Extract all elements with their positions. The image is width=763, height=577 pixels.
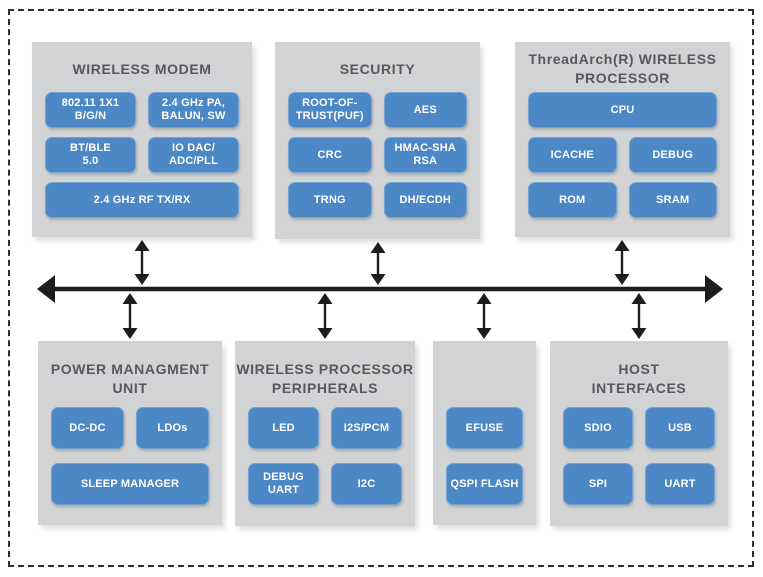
block-sdio: SDIO bbox=[563, 407, 633, 449]
block-802-11-1x1: 802.11 1X1 B/G/N bbox=[45, 92, 136, 128]
block-trng: TRNG bbox=[288, 182, 372, 218]
panel-title-host-interfaces: HOST INTERFACES bbox=[591, 361, 687, 396]
block-i2c: I2C bbox=[331, 463, 402, 505]
panel-threadarch-wireless-processor: ThreadArch(R) WIRELESS PROCESSOR CPU ICA… bbox=[515, 42, 730, 237]
block-sleep-manager: SLEEP MANAGER bbox=[51, 463, 209, 505]
block-led: LED bbox=[248, 407, 319, 449]
link-arrow-security bbox=[370, 242, 386, 285]
panel-wireless-modem: WIRELESS MODEM 802.11 1X1 B/G/N 2.4 GHz … bbox=[32, 42, 252, 237]
panel-host-interfaces: HOST INTERFACES SDIO USB SPI UART bbox=[550, 341, 728, 526]
wireless-modem-blocks: 802.11 1X1 B/G/N 2.4 GHz PA, BALUN, SW B… bbox=[32, 92, 252, 218]
block-io-dac-adc-pll: IO DAC/ ADC/PLL bbox=[148, 137, 239, 173]
block-cpu: CPU bbox=[528, 92, 717, 128]
block-aes: AES bbox=[383, 92, 467, 128]
block-debug-uart: DEBUG UART bbox=[248, 463, 319, 505]
wireless-peripherals-blocks: LED I2S/PCM DEBUG UART I2C bbox=[235, 407, 415, 505]
block-dc-dc: DC-DC bbox=[51, 407, 124, 449]
panel-wireless-processor-peripherals: WIRELESS PROCESSOR PERIPHERALS LED I2S/P… bbox=[235, 341, 415, 526]
block-uart: UART bbox=[645, 463, 715, 505]
panel-title-power-management-unit: POWER MANAGMENT UNIT bbox=[50, 361, 210, 396]
block-2-4ghz-rf-tx-rx: 2.4 GHz RF TX/RX bbox=[45, 182, 239, 218]
panel-title-threadarch-wireless-processor: ThreadArch(R) WIRELESS PROCESSOR bbox=[528, 51, 717, 86]
bus-arrowhead-left-icon bbox=[37, 275, 55, 303]
link-arrow-memory bbox=[476, 293, 492, 339]
security-blocks: ROOT-OF- TRUST(PUF) AES CRC HMAC-SHA RSA… bbox=[275, 92, 480, 218]
block-ldos: LDOs bbox=[136, 407, 209, 449]
threadarch-blocks: CPU ICACHE DEBUG ROM SRAM bbox=[515, 92, 730, 218]
link-arrow-host-interfaces bbox=[631, 293, 647, 339]
bus-arrowhead-right-icon bbox=[705, 275, 723, 303]
panel-title-wireless-modem: WIRELESS MODEM bbox=[72, 60, 212, 77]
panel-security: SECURITY ROOT-OF- TRUST(PUF) AES CRC HMA… bbox=[275, 42, 480, 239]
block-2-4ghz-pa-balun-sw: 2.4 GHz PA, BALUN, SW bbox=[148, 92, 239, 128]
block-icache: ICACHE bbox=[528, 137, 617, 173]
block-rom: ROM bbox=[528, 182, 617, 218]
memory-blocks: EFUSE QSPI FLASH bbox=[433, 407, 536, 505]
panel-memory: EFUSE QSPI FLASH bbox=[433, 341, 536, 525]
block-root-of-trust-puf: ROOT-OF- TRUST(PUF) bbox=[288, 92, 372, 128]
panel-power-management-unit: POWER MANAGMENT UNIT DC-DC LDOs SLEEP MA… bbox=[38, 341, 222, 525]
link-arrow-wireless-modem bbox=[134, 240, 150, 285]
link-arrow-wireless-peripherals bbox=[317, 293, 333, 339]
block-sram: SRAM bbox=[628, 182, 717, 218]
panel-title-security: SECURITY bbox=[339, 60, 416, 77]
host-interfaces-blocks: SDIO USB SPI UART bbox=[550, 407, 728, 505]
link-arrow-power-management bbox=[122, 293, 138, 339]
block-qspi-flash: QSPI FLASH bbox=[446, 463, 523, 505]
block-crc: CRC bbox=[288, 137, 372, 173]
block-debug: DEBUG bbox=[628, 137, 717, 173]
power-management-blocks: DC-DC LDOs SLEEP MANAGER bbox=[38, 407, 222, 505]
block-spi: SPI bbox=[563, 463, 633, 505]
system-bus bbox=[37, 275, 723, 303]
block-bt-ble-5-0: BT/BLE 5.0 bbox=[45, 137, 136, 173]
panel-title-wireless-processor-peripherals: WIRELESS PROCESSOR PERIPHERALS bbox=[236, 361, 414, 396]
block-usb: USB bbox=[645, 407, 715, 449]
block-dh-ecdh: DH/ECDH bbox=[383, 182, 467, 218]
link-arrow-threadarch-processor bbox=[614, 240, 630, 285]
block-i2s-pcm: I2S/PCM bbox=[331, 407, 402, 449]
block-efuse: EFUSE bbox=[446, 407, 523, 449]
block-hmac-sha-rsa: HMAC-SHA RSA bbox=[383, 137, 467, 173]
